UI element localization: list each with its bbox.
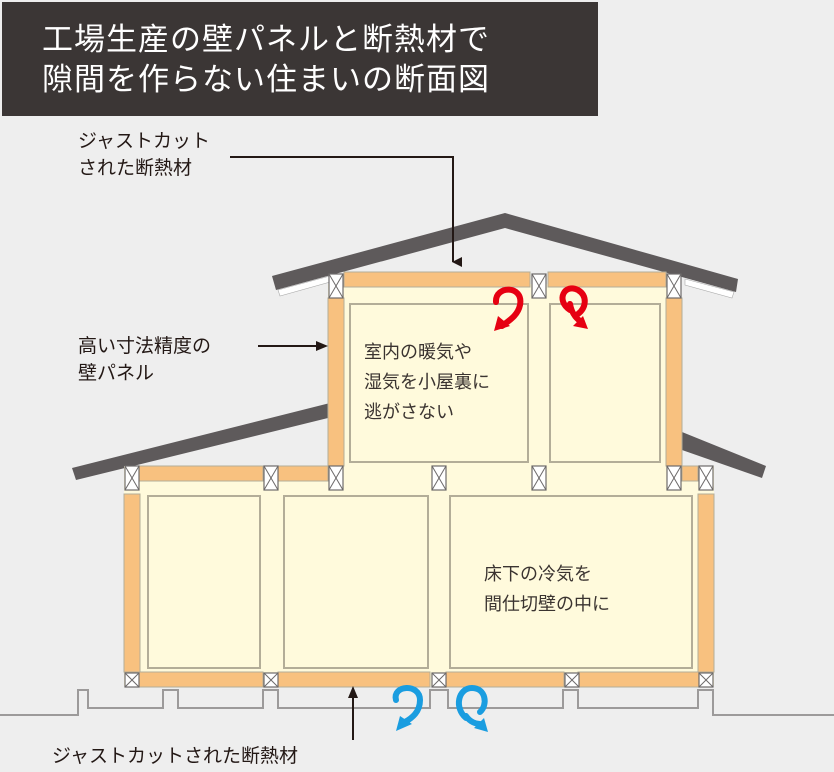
upper-ceiling-insulation <box>343 271 667 288</box>
lower-room-note-line1: 床下の冷気を <box>484 564 592 585</box>
warm-air-arrow-icon <box>493 286 524 331</box>
wall-panel-label-line1: 高い寸法精度の <box>78 335 212 357</box>
lower-ceiling-insulation <box>137 465 699 482</box>
leader-top-insulation <box>230 156 462 267</box>
cold-air-arrow-icon <box>392 685 424 731</box>
top-insulation-label: ジャストカット された断熱材 <box>78 128 210 182</box>
upper-room-note-line1: 室内の暖気や <box>364 342 472 363</box>
top-insulation-label-line1: ジャストカット <box>78 130 211 152</box>
lower-roof <box>72 403 766 480</box>
wall-panel-label: 高い寸法精度の 壁パネル <box>78 333 211 387</box>
leader-wall-panel <box>258 341 328 351</box>
leader-bottom-insulation <box>348 686 358 740</box>
wall-panel-label-line2: 壁パネル <box>78 362 155 384</box>
bottom-insulation-label: ジャストカットされた断熱材 <box>52 745 299 767</box>
upper-room-note-line3: 逃がさない <box>364 402 454 423</box>
lower-wall-panels <box>123 493 715 673</box>
title-line-1: 工場生産の壁パネルと断熱材で <box>42 22 490 58</box>
lower-room-note-line2: 間仕切壁の中に <box>484 594 610 615</box>
upper-room-note: 室内の暖気や 湿気を小屋裏に 逃がさない <box>364 338 490 428</box>
title-line-2: 隙間を作らない住まいの断面図 <box>42 62 490 98</box>
upper-wall-panels <box>327 297 683 467</box>
lower-room-note: 床下の冷気を 間仕切壁の中に <box>484 560 610 620</box>
upper-room-note-line2: 湿気を小屋裏に <box>364 372 490 393</box>
partition-panels <box>147 303 693 669</box>
cold-air-arrow-icon <box>455 684 488 732</box>
floor-insulation <box>137 671 701 688</box>
warm-air-arrow-icon <box>559 285 588 329</box>
top-insulation-label-line2: された断熱材 <box>78 157 193 179</box>
title-banner: 工場生産の壁パネルと断熱材で 隙間を作らない住まいの断面図 <box>2 2 598 116</box>
